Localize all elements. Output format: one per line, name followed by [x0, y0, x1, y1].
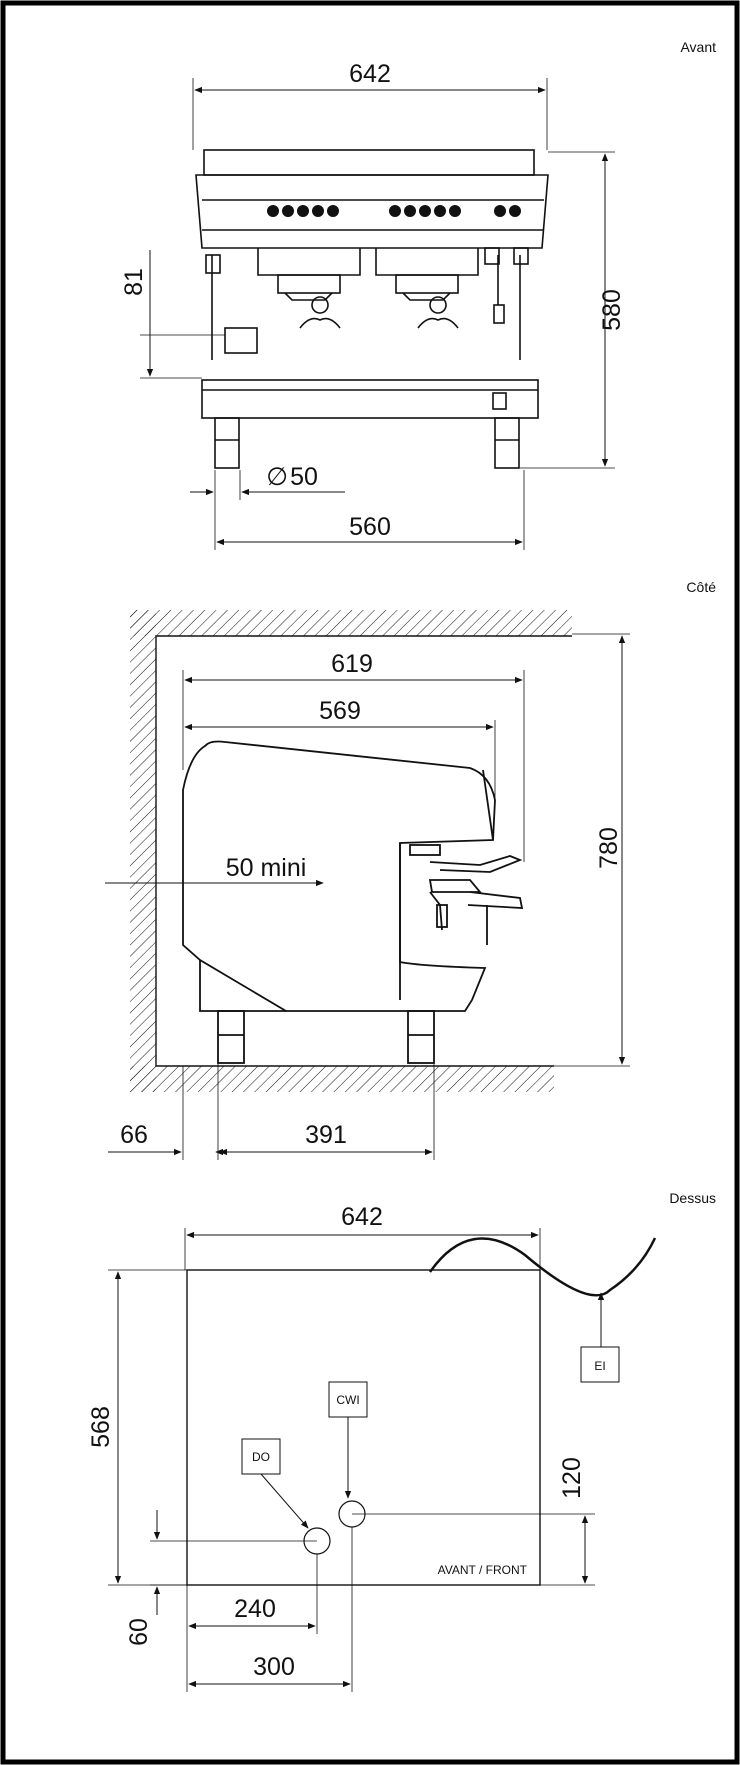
- front-control-buttons: [267, 205, 521, 217]
- side-view: 619 569 50 mini 780 66 391: [105, 610, 630, 1160]
- wall-hatch-left: [130, 610, 156, 1092]
- inlet-hose: [428, 1237, 657, 1297]
- top-cwi-front-dim: 120: [558, 1457, 586, 1499]
- front-side-label: AVANT / FRONT: [438, 1563, 528, 1577]
- side-body-depth-dim: 569: [319, 697, 361, 725]
- view-label-top: Dessus: [669, 1190, 716, 1206]
- front-foot-diameter-dim: 50: [290, 463, 318, 491]
- cwi-label: CWI: [336, 1393, 359, 1407]
- view-label-front: Avant: [680, 39, 716, 55]
- ei-label: EI: [594, 1359, 605, 1373]
- top-depth-dim: 568: [87, 1406, 115, 1448]
- do-label: DO: [252, 1450, 270, 1464]
- machine-side: [182, 740, 524, 1064]
- do-box: [241, 1438, 281, 1475]
- front-height-dim: 580: [598, 289, 626, 331]
- top-do-side-dim: 240: [234, 1595, 276, 1623]
- top-cwi-side-dim: 300: [253, 1653, 295, 1681]
- diameter-symbol: ∅: [266, 463, 288, 491]
- front-foot-span-dim: 560: [349, 513, 391, 541]
- floor-hatch: [130, 1066, 554, 1092]
- side-wall-offset-dim: 66: [120, 1121, 148, 1149]
- machine-footprint: [186, 1269, 541, 1586]
- machine-front: [195, 149, 549, 469]
- front-drip-dim: 81: [120, 268, 148, 296]
- front-view: 642: [120, 60, 626, 550]
- side-foot-span-dim: 391: [305, 1121, 347, 1149]
- side-clearance-dim: 50 mini: [226, 854, 307, 882]
- top-width-dim: 642: [341, 1203, 383, 1231]
- top-do-front-dim: 60: [125, 1618, 153, 1646]
- wall-hatch-top: [130, 610, 572, 636]
- front-width-dim: 642: [349, 60, 391, 88]
- side-depth-dim: 619: [331, 650, 373, 678]
- ei-box: [580, 1346, 620, 1383]
- view-label-side: Côté: [686, 579, 716, 595]
- cwi-box: [328, 1381, 368, 1418]
- side-height-dim: 780: [595, 827, 623, 869]
- top-view: 642 AVANT / FRONT EI CWI DO 568 120: [87, 1203, 657, 1692]
